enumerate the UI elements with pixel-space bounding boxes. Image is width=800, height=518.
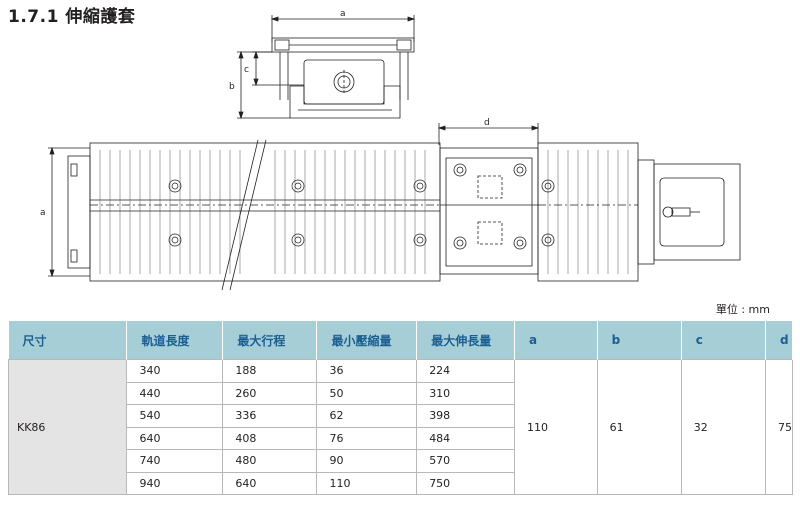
table-row: 940 640 110 750 xyxy=(9,471,793,495)
table-cell: 740 xyxy=(126,449,224,473)
table-cell: 480 xyxy=(222,449,318,473)
dim-a-side-label: a xyxy=(40,208,46,218)
table-cell: 750 xyxy=(416,471,516,495)
table-cell: 62 xyxy=(316,404,418,428)
model-cell: KK86 xyxy=(7,359,128,495)
d-value-cell: 75 xyxy=(765,359,793,495)
unit-label: 單位 : mm xyxy=(715,303,770,316)
col-header: a xyxy=(514,321,598,360)
table-cell: 224 xyxy=(416,359,516,383)
col-header: 軌道長度 xyxy=(126,321,224,360)
table-row: KK86 340 188 36 224 110 61 32 75 xyxy=(7,359,793,495)
dim-a-top-label: a xyxy=(340,9,346,19)
a-value-cell: 110 xyxy=(514,359,598,495)
dim-d-label: d xyxy=(484,118,490,128)
technical-drawing: a b c xyxy=(40,9,741,291)
col-header: 最大伸長量 xyxy=(416,321,516,360)
table-cell: 76 xyxy=(316,426,418,450)
table-cell: 640 xyxy=(126,426,224,450)
table-cell: 570 xyxy=(416,449,516,473)
table-cell: 336 xyxy=(222,404,318,428)
end-view: a b c xyxy=(229,9,416,120)
table-row: 540 336 62 398 xyxy=(9,404,793,428)
dim-b-label: b xyxy=(229,82,235,92)
table-cell: 50 xyxy=(316,381,418,405)
table-header-row: 尺寸 軌道長度 最大行程 最小壓縮量 最大伸長量 a b c d xyxy=(8,321,793,360)
table-cell: 310 xyxy=(416,381,516,405)
table-cell: 408 xyxy=(222,426,318,450)
table-cell: 36 xyxy=(316,359,418,383)
page-title: 1.7.1 伸縮護套 xyxy=(8,7,136,27)
col-header: d xyxy=(765,321,793,360)
table-cell: 260 xyxy=(222,381,318,405)
table-row: 740 480 90 570 xyxy=(9,449,793,473)
col-header: 最小壓縮量 xyxy=(316,321,418,360)
table-row: 640 408 76 484 xyxy=(9,426,793,450)
table-cell: 440 xyxy=(126,381,224,405)
b-value-cell: 61 xyxy=(596,359,682,495)
col-header: b xyxy=(597,321,682,360)
table-cell: 484 xyxy=(416,426,516,450)
table-cell: 540 xyxy=(126,404,224,428)
table-cell: 640 xyxy=(222,471,318,495)
spec-table: 尺寸 軌道長度 最大行程 最小壓縮量 最大伸長量 a b c d KK86 34… xyxy=(7,321,793,495)
table-row: 440 260 50 310 xyxy=(9,381,793,405)
c-value-cell: 32 xyxy=(680,359,767,495)
col-header: c xyxy=(681,321,767,360)
table-cell: 340 xyxy=(126,359,224,383)
dim-c-label: c xyxy=(244,65,249,75)
table-cell: 110 xyxy=(316,471,418,495)
table-cell: 398 xyxy=(416,404,516,428)
col-header: 最大行程 xyxy=(222,321,318,360)
table-cell: 90 xyxy=(316,449,418,473)
table-cell: 940 xyxy=(126,471,224,495)
plan-view: d a xyxy=(40,118,741,291)
table-cell: 188 xyxy=(222,359,318,383)
col-header: 尺寸 xyxy=(8,321,128,360)
